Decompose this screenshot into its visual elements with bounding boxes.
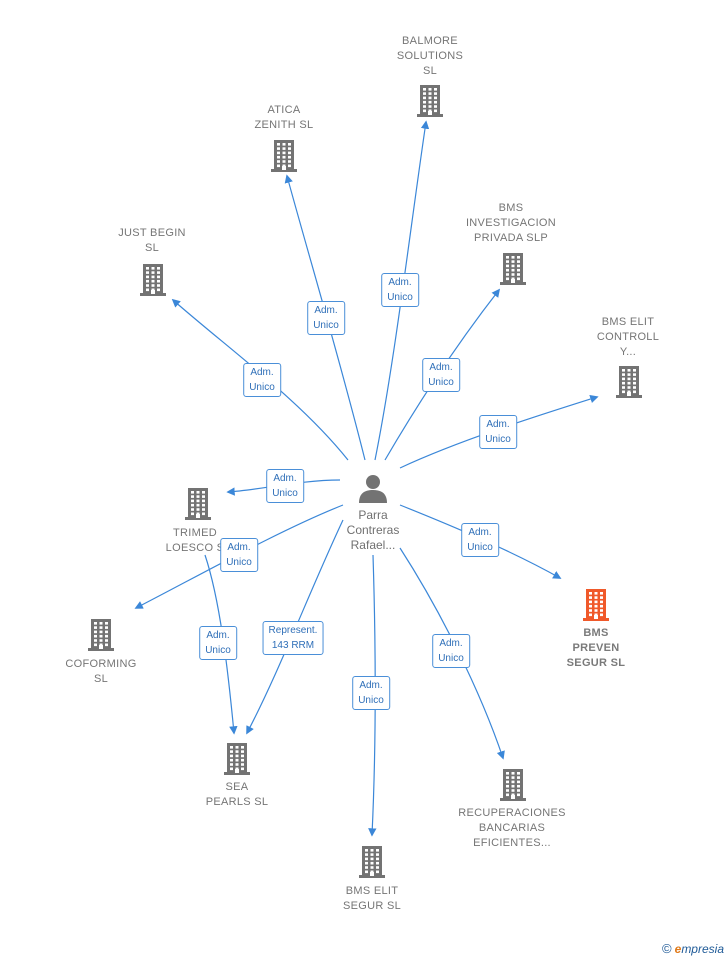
edge-label-e-bms-elit-controll[interactable]: Adm. Unico [479,415,517,449]
building-icon [271,140,297,172]
edge-label-e-bms-preven[interactable]: Adm. Unico [461,523,499,557]
company-label-balmore: BALMORE SOLUTIONS SL [396,35,464,77]
company-label-just-begin: JUST BEGIN SL [118,227,186,254]
building-icon [500,769,526,801]
edge-label-e-coforming[interactable]: Adm. Unico [220,538,258,572]
copyright-icon: © [662,941,672,956]
edge-label-e-trimed[interactable]: Adm. Unico [266,469,304,503]
company-label-sea-pearls: SEA PEARLS SL [205,781,269,808]
building-icon [88,619,114,651]
company-label-coforming: COFORMING SL [65,658,137,685]
company-label-bms-investigacion: BMS INVESTIGACION PRIVADA SLP [465,202,557,244]
brand-name: mpresia [681,942,724,956]
company-label-recuperaciones: RECUPERACIONES BANCARIAS EFICIENTES... [458,807,566,849]
company-label-bms-elit-controll: BMS ELIT CONTROLL Y... [596,316,660,358]
company-label-bms-elit-segur: BMS ELIT SEGUR SL [342,885,402,912]
edge-label-e-sea-pearls-trimed[interactable]: Adm. Unico [199,626,237,660]
building-icon [224,743,250,775]
center-person-name: Parra Contreras Rafael... [346,508,400,552]
building-icon [616,366,642,398]
company-label-bms-preven: BMS PREVEN SEGUR SL [566,627,626,669]
person-icon [359,475,387,503]
edge-label-e-balmore[interactable]: Adm. Unico [381,273,419,307]
edge-label-e-atica[interactable]: Adm. Unico [307,301,345,335]
edge-label-e-just-begin[interactable]: Adm. Unico [243,363,281,397]
building-icon [185,488,211,520]
building-icon [140,264,166,296]
edge-label-e-bms-investigacion[interactable]: Adm. Unico [422,358,460,392]
edge-label-e-bms-elit-segur[interactable]: Adm. Unico [352,676,390,710]
empresia-brand: ©empresia [662,941,724,956]
building-icon [417,85,443,117]
edge-label-e-sea-pearls[interactable]: Represent. 143 RRM [262,621,324,655]
building-icon [359,846,385,878]
company-label-atica: ATICA ZENITH SL [254,104,314,131]
building-icon [583,589,609,621]
building-icon [500,253,526,285]
edge-label-e-recuperaciones[interactable]: Adm. Unico [432,634,470,668]
brand-mark-e: e [674,942,682,956]
